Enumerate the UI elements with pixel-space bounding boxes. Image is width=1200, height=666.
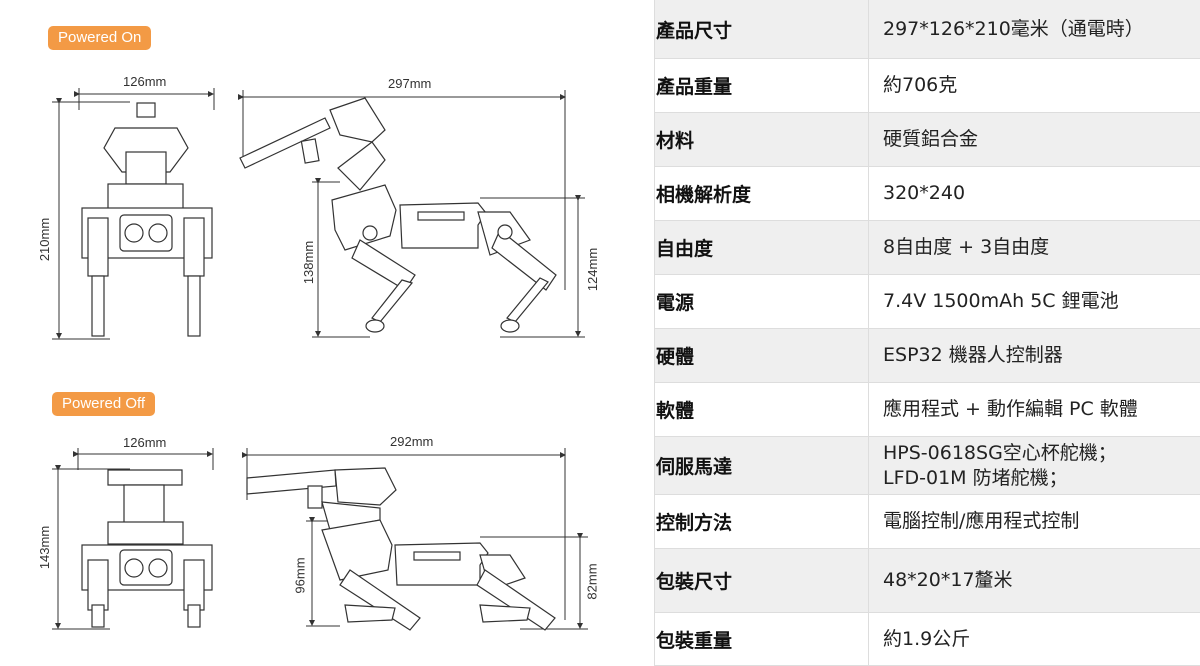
spec-table: 產品尺寸 297*126*210毫米（通電時） 產品重量 約706克 材料 硬質… (654, 0, 1200, 666)
spec-row: 自由度 8自由度 + 3自由度 (655, 221, 1200, 275)
powered-off-badge: Powered Off (52, 392, 156, 416)
on-side-rear-height-label: 124mm (585, 247, 601, 292)
spec-row: 包裝尺寸 48*20*17釐米 (655, 549, 1200, 613)
on-side-front-height-label: 138mm (301, 240, 317, 285)
spec-label: 硬體 (655, 329, 869, 382)
on-front-width-label: 126mm (123, 74, 167, 89)
spec-row: 硬體 ESP32 機器人控制器 (655, 329, 1200, 383)
off-side-length-label: 292mm (390, 434, 434, 449)
spec-label: 包裝重量 (655, 613, 869, 665)
spec-value: 48*20*17釐米 (883, 569, 1013, 591)
spec-label: 自由度 (655, 221, 869, 274)
spec-label: 伺服馬達 (655, 437, 869, 494)
robot-drawings (52, 88, 588, 631)
powered-on-badge: Powered On (48, 26, 152, 50)
on-front-height-label: 210mm (37, 217, 53, 262)
off-front-width-label: 126mm (123, 435, 167, 450)
spec-label: 控制方法 (655, 495, 869, 548)
spec-value: 硬質鋁合金 (883, 128, 979, 150)
spec-value: 8自由度 + 3自由度 (883, 236, 1050, 258)
spec-row: 軟體 應用程式 + 動作編輯 PC 軟體 (655, 383, 1200, 437)
spec-row: 材料 硬質鋁合金 (655, 113, 1200, 167)
spec-label: 產品重量 (655, 59, 869, 112)
off-side-rear-height-label: 82mm (584, 563, 600, 600)
spec-value: ESP32 機器人控制器 (883, 344, 1063, 366)
front-view-on (81, 102, 213, 337)
spec-value: 297*126*210毫米（通電時） (883, 17, 1144, 40)
spec-row: 控制方法 電腦控制/應用程式控制 (655, 495, 1200, 549)
spec-label: 電源 (655, 275, 869, 328)
spec-value: 約1.9公斤 (883, 627, 971, 650)
spec-label: 材料 (655, 113, 869, 166)
spec-label: 產品尺寸 (655, 0, 869, 58)
off-side-front-height-label: 96mm (292, 557, 308, 594)
spec-label: 相機解析度 (655, 167, 869, 220)
spec-row: 電源 7.4V 1500mAh 5C 鋰電池 (655, 275, 1200, 329)
spec-value: 7.4V 1500mAh 5C 鋰電池 (883, 290, 1119, 312)
spec-row: 伺服馬達 HPS-0618SG空心杯舵機；LFD-01M 防堵舵機； (655, 437, 1200, 495)
front-view-off (107, 469, 183, 486)
spec-value: 應用程式 + 動作編輯 PC 軟體 (883, 398, 1138, 420)
spec-row: 產品重量 約706克 (655, 59, 1200, 113)
spec-label: 軟體 (655, 383, 869, 436)
on-side-length-label: 297mm (388, 76, 432, 91)
off-front-height-label: 143mm (37, 525, 53, 570)
spec-row: 產品尺寸 297*126*210毫米（通電時） (655, 0, 1200, 59)
dimension-diagram: Powered On 126mm 210mm 297mm 138mm 124mm… (37, 26, 601, 631)
spec-row: 相機解析度 320*240 (655, 167, 1200, 221)
spec-value: 電腦控制/應用程式控制 (883, 510, 1080, 532)
spec-label: 包裝尺寸 (655, 549, 869, 612)
spec-value: HPS-0618SG空心杯舵機；LFD-01M 防堵舵機； (883, 441, 1117, 489)
side-view-off (246, 467, 556, 631)
spec-value: 320*240 (883, 182, 966, 204)
spec-value: 約706克 (883, 74, 958, 96)
spec-row: 包裝重量 約1.9公斤 (655, 613, 1200, 666)
side-view-on (239, 97, 557, 333)
